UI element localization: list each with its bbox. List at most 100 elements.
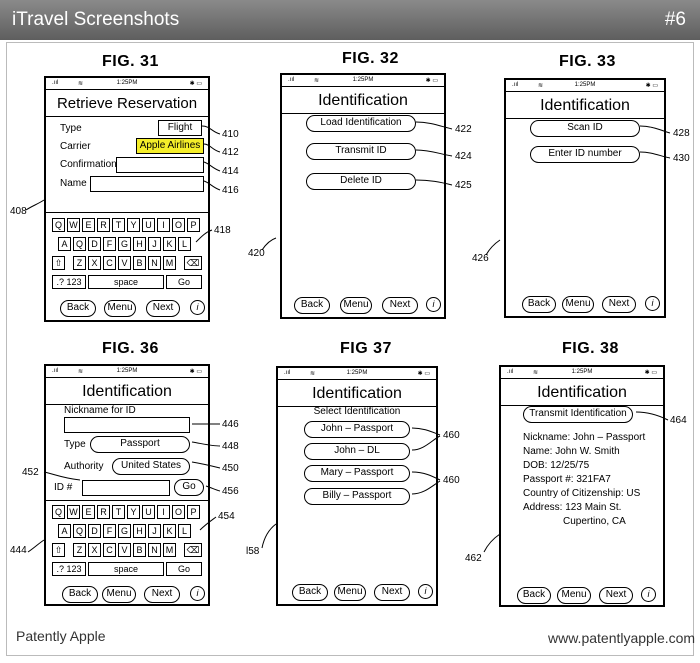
- key-n[interactable]: N: [148, 543, 161, 557]
- key-i[interactable]: I: [157, 218, 170, 232]
- key-c[interactable]: C: [103, 256, 116, 270]
- key-j[interactable]: J: [148, 524, 161, 538]
- info-icon[interactable]: i: [190, 300, 205, 315]
- key-o[interactable]: O: [172, 505, 185, 519]
- key-m[interactable]: M: [163, 256, 176, 270]
- numbers-key[interactable]: .? 123: [52, 562, 86, 576]
- key-l[interactable]: L: [178, 237, 191, 251]
- next-button[interactable]: Next: [599, 587, 633, 604]
- key-k[interactable]: K: [163, 524, 176, 538]
- key-b[interactable]: B: [133, 256, 146, 270]
- key-g[interactable]: G: [118, 237, 131, 251]
- space-key[interactable]: space: [88, 275, 164, 289]
- key-a[interactable]: A: [58, 237, 71, 251]
- menu-button[interactable]: Menu: [104, 300, 136, 317]
- key-e[interactable]: E: [82, 218, 95, 232]
- info-icon[interactable]: i: [418, 584, 433, 599]
- key-q2[interactable]: Q: [73, 524, 86, 538]
- mary-passport-item[interactable]: Mary – Passport: [304, 465, 410, 482]
- info-icon[interactable]: i: [645, 296, 660, 311]
- key-u[interactable]: U: [142, 505, 155, 519]
- key-q2[interactable]: Q: [73, 237, 86, 251]
- key-r[interactable]: R: [97, 218, 110, 232]
- load-identification-button[interactable]: Load Identification: [306, 115, 416, 132]
- key-i[interactable]: I: [157, 505, 170, 519]
- key-l[interactable]: L: [178, 524, 191, 538]
- key-d[interactable]: D: [88, 237, 101, 251]
- back-button[interactable]: Back: [292, 584, 328, 601]
- numbers-key[interactable]: .? 123: [52, 275, 86, 289]
- type-passport-field[interactable]: Passport: [90, 436, 190, 453]
- key-c[interactable]: C: [103, 543, 116, 557]
- key-r[interactable]: R: [97, 505, 110, 519]
- name-field[interactable]: [90, 176, 204, 192]
- key-v[interactable]: V: [118, 256, 131, 270]
- key-x[interactable]: X: [88, 256, 101, 270]
- key-q[interactable]: Q: [52, 218, 65, 232]
- key-p[interactable]: P: [187, 218, 200, 232]
- footer-url[interactable]: www.patentlyapple.com: [548, 630, 696, 646]
- info-icon[interactable]: i: [190, 586, 205, 601]
- transmit-id-button[interactable]: Transmit ID: [306, 143, 416, 160]
- key-t[interactable]: T: [112, 218, 125, 232]
- info-icon[interactable]: i: [641, 587, 656, 602]
- carrier-field[interactable]: Apple Airlines: [136, 138, 204, 154]
- id-number-field[interactable]: [82, 480, 170, 496]
- key-k[interactable]: K: [163, 237, 176, 251]
- authority-field[interactable]: United States: [112, 458, 190, 475]
- menu-button[interactable]: Menu: [557, 587, 591, 604]
- key-p[interactable]: P: [187, 505, 200, 519]
- key-x[interactable]: X: [88, 543, 101, 557]
- type-field[interactable]: Flight: [158, 120, 202, 136]
- key-h[interactable]: H: [133, 524, 146, 538]
- transmit-identification-button[interactable]: Transmit Identification: [523, 406, 633, 423]
- key-f[interactable]: F: [103, 524, 116, 538]
- key-o[interactable]: O: [172, 218, 185, 232]
- next-button[interactable]: Next: [374, 584, 410, 601]
- menu-button[interactable]: Menu: [340, 297, 372, 314]
- menu-button[interactable]: Menu: [562, 296, 594, 313]
- back-button[interactable]: Back: [517, 587, 551, 604]
- billy-passport-item[interactable]: Billy – Passport: [304, 488, 410, 505]
- scan-id-button[interactable]: Scan ID: [530, 120, 640, 137]
- menu-button[interactable]: Menu: [102, 586, 136, 603]
- key-z[interactable]: Z: [73, 256, 86, 270]
- next-button[interactable]: Next: [146, 300, 180, 317]
- key-t[interactable]: T: [112, 505, 125, 519]
- shift-key[interactable]: ⇧: [52, 256, 65, 270]
- back-button[interactable]: Back: [62, 586, 98, 603]
- back-button[interactable]: Back: [294, 297, 330, 314]
- key-w[interactable]: W: [67, 505, 80, 519]
- key-v[interactable]: V: [118, 543, 131, 557]
- back-button[interactable]: Back: [522, 296, 556, 313]
- delete-id-button[interactable]: Delete ID: [306, 173, 416, 190]
- nickname-field[interactable]: [64, 417, 190, 433]
- enter-id-number-button[interactable]: Enter ID number: [530, 146, 640, 163]
- key-a[interactable]: A: [58, 524, 71, 538]
- next-button[interactable]: Next: [382, 297, 418, 314]
- key-j[interactable]: J: [148, 237, 161, 251]
- back-button[interactable]: Back: [60, 300, 96, 317]
- next-button[interactable]: Next: [602, 296, 636, 313]
- key-m[interactable]: M: [163, 543, 176, 557]
- key-h[interactable]: H: [133, 237, 146, 251]
- shift-key[interactable]: ⇧: [52, 543, 65, 557]
- john-dl-item[interactable]: John – DL: [304, 443, 410, 460]
- key-f[interactable]: F: [103, 237, 116, 251]
- menu-button[interactable]: Menu: [334, 584, 366, 601]
- key-y[interactable]: Y: [127, 505, 140, 519]
- confirmation-field[interactable]: [116, 157, 204, 173]
- key-q[interactable]: Q: [52, 505, 65, 519]
- key-e[interactable]: E: [82, 505, 95, 519]
- key-g[interactable]: G: [118, 524, 131, 538]
- key-w[interactable]: W: [67, 218, 80, 232]
- space-key[interactable]: space: [88, 562, 164, 576]
- key-z[interactable]: Z: [73, 543, 86, 557]
- key-u[interactable]: U: [142, 218, 155, 232]
- go-key[interactable]: Go: [166, 275, 202, 289]
- key-b[interactable]: B: [133, 543, 146, 557]
- key-d[interactable]: D: [88, 524, 101, 538]
- key-n[interactable]: N: [148, 256, 161, 270]
- delete-key[interactable]: ⌫: [184, 543, 202, 557]
- id-go-button[interactable]: Go: [174, 479, 204, 496]
